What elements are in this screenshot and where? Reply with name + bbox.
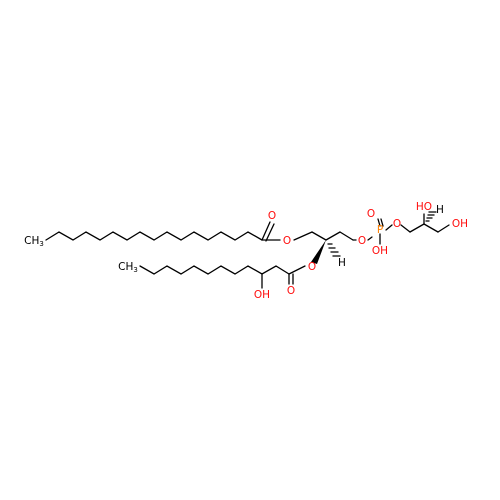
- ester2-carbonyl-o: O: [287, 285, 295, 297]
- p-o-double-1: [377, 218, 381, 227]
- stereo-h-2: H: [436, 204, 444, 216]
- p-o-double-2: [380, 218, 384, 227]
- phosphate-p: P: [377, 224, 383, 236]
- terminal-glycerol: [409, 211, 450, 233]
- atom-labels: CH3 CH3 O O O O OH H O P O OH O H HO OH: [24, 201, 468, 301]
- stereo-hash-1: [327, 243, 341, 257]
- glycerol-oh-2: OH: [452, 218, 468, 230]
- phosphate-o-left: O: [358, 235, 366, 247]
- phosphate-o-double: O: [367, 208, 375, 220]
- bottom-ester-bond: [288, 265, 306, 275]
- ester1-carbonyl-o: O: [268, 210, 276, 222]
- ester2-link-o: O: [308, 261, 316, 273]
- glycerol-oh-1: HO: [416, 201, 432, 213]
- stereo-hash-2: [425, 211, 437, 222]
- ch3-top-label: CH3: [24, 235, 44, 248]
- backbone-bond-1: [311, 231, 327, 241]
- chain-hydroxy-oh: OH: [254, 289, 270, 301]
- p-o-right-bond: [385, 224, 393, 231]
- phosphate-o-right: O: [393, 218, 401, 230]
- ester1-link-o: O: [283, 235, 291, 247]
- glycerol-backbone: [311, 231, 354, 264]
- glycerol-bond-1: [409, 223, 425, 233]
- phosphate-oh: OH: [372, 245, 388, 257]
- top-carbonyl-bond-2: [265, 223, 275, 242]
- stereo-h-1: H: [338, 257, 346, 269]
- bottom-acyl-chain: [139, 265, 306, 289]
- glycerol-bond-2: [423, 223, 439, 233]
- stereo-wedge: [311, 240, 326, 264]
- o-p-bond: [367, 236, 373, 241]
- top-chain-bonds: [45, 231, 263, 241]
- top-carbonyl-bond-1: [261, 221, 271, 241]
- backbone-bond-3: [339, 231, 354, 241]
- top-ester-o-ch2-bond: [293, 231, 313, 241]
- bottom-chain-bonds: [139, 265, 290, 275]
- ch3-bottom-label: CH3: [118, 261, 138, 274]
- backbone-bond-2: [325, 231, 341, 241]
- glycerol-bond-3: [437, 224, 450, 233]
- phosphate-group: [352, 218, 411, 245]
- o-ch2-bond: [400, 224, 411, 233]
- top-acyl-chain: [45, 221, 313, 242]
